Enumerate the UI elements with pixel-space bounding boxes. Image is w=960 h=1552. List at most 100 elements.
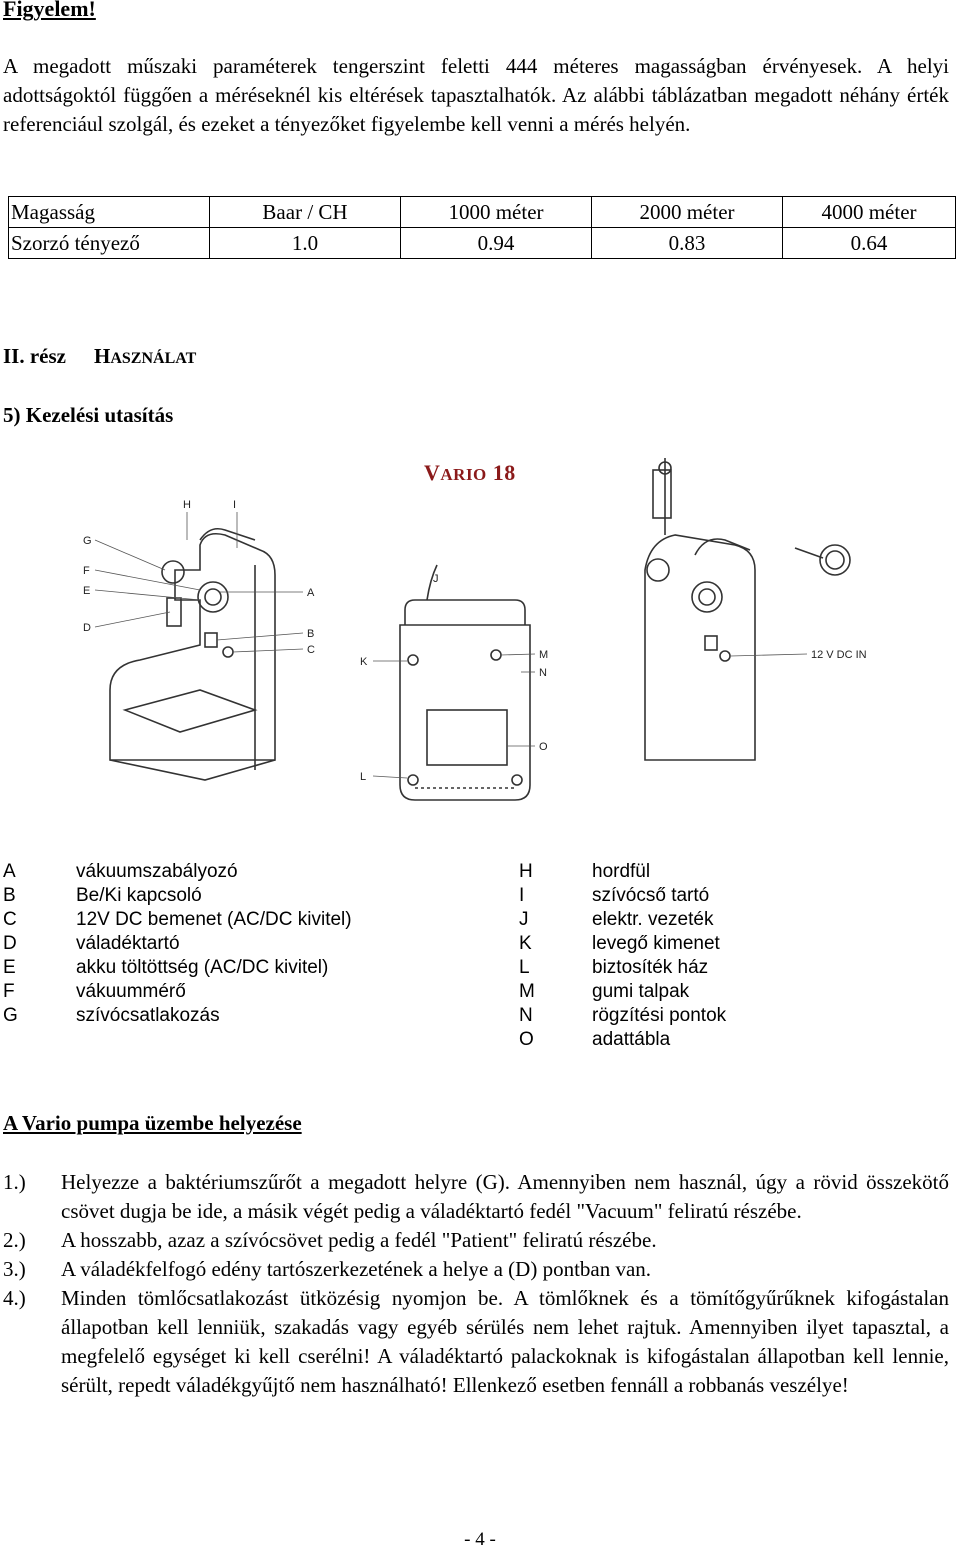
legend-text: 12V DC bemenet (AC/DC kivitel) <box>76 909 352 930</box>
section-number: II. rész <box>3 344 66 368</box>
list-item: 4.) Minden tömlőcsatlakozást ütközésig ny… <box>3 1284 949 1400</box>
callout-E: E <box>83 585 90 597</box>
step-text: Helyezze a baktériumszűrőt a megadott he… <box>61 1170 949 1223</box>
legend-letter: O <box>519 1029 534 1050</box>
legend-text: vákuumszabályozó <box>76 861 238 882</box>
legend-item-B: B Be/Ki kapcsoló <box>3 884 423 908</box>
list-item: 2.) A hosszabb, azaz a szívócsövet pedig … <box>3 1226 949 1255</box>
legend-letter: E <box>3 957 16 978</box>
callout-J: J <box>433 573 439 585</box>
legend-text: elektr. vezeték <box>592 909 714 930</box>
callout-lines-right <box>730 653 808 657</box>
legend-text: hordfül <box>592 861 651 882</box>
legend-text: szívócsatlakozás <box>76 1005 220 1026</box>
legend-text: váladéktartó <box>76 933 180 954</box>
table-cell: 2000 méter <box>591 196 783 228</box>
step-text: A váladékfelfogó edény tartószerkezeténe… <box>61 1257 652 1281</box>
callout-H: H <box>183 499 191 511</box>
step-text: Minden tömlőcsatlakozást ütközésig nyomj… <box>61 1286 949 1397</box>
table-cell: Szorzó tényező <box>8 227 210 259</box>
table-cell: Baar / CH <box>209 196 401 228</box>
section-title-initial: H <box>93 344 111 368</box>
legend-text: levegő kimenet <box>592 933 720 954</box>
altitude-factor-table: Magasság Baar / CH 1000 méter 2000 méter… <box>8 196 956 259</box>
legend-text: gumi talpak <box>592 981 690 1002</box>
legend-letter: J <box>519 909 529 930</box>
list-item: 1.) Helyezze a baktériumszűrőt a megadott… <box>3 1168 949 1226</box>
legend-text: rögzítési pontok <box>592 1005 727 1026</box>
callout-B: B <box>307 628 314 640</box>
product-title-rest: ARIO <box>440 465 487 484</box>
callout-lines-middle <box>372 653 536 779</box>
callout-I: I <box>233 499 236 511</box>
pump-diagram: H I G F E A D B C J K M N O L <box>83 458 867 801</box>
legend-letter: I <box>519 885 525 906</box>
legend-text: Be/Ki kapcsoló <box>76 885 202 906</box>
legend-text: szívócső tartó <box>592 885 710 906</box>
callout-12v-dc-in: 12 V DC IN <box>811 649 867 661</box>
callout-A: A <box>307 587 315 599</box>
legend-text: biztosíték ház <box>592 957 709 978</box>
page-number: - 4 - <box>464 1529 496 1550</box>
intro-paragraph: A megadott műszaki paraméterek tengerszi… <box>3 54 949 136</box>
callout-lines-left <box>94 512 304 653</box>
legend-letter: K <box>519 933 532 954</box>
legend-letter: H <box>519 861 533 882</box>
callout-D: D <box>83 622 91 634</box>
legend-letter: A <box>3 861 16 882</box>
callout-M: M <box>539 649 548 661</box>
setup-heading: A Vario pumpa üzembe helyezése <box>3 1111 302 1135</box>
step-number: 4.) <box>3 1286 26 1310</box>
callout-O: O <box>539 741 548 753</box>
callout-K: K <box>360 656 368 668</box>
legend-text: adattábla <box>592 1029 671 1050</box>
legend-letter: C <box>3 909 17 930</box>
pump-bottom-view <box>399 564 531 801</box>
legend-letter: B <box>3 885 16 906</box>
table-cell: Magasság <box>8 196 210 228</box>
legend-letter: D <box>3 933 17 954</box>
step-number: 3.) <box>3 1257 26 1281</box>
section-heading: II. rész HASZNÁLAT <box>3 344 196 369</box>
callout-C: C <box>307 644 315 656</box>
product-title: VARIO 18 <box>424 460 516 486</box>
legend-letter: L <box>519 957 530 978</box>
list-item: 3.) A váladékfelfogó edény tartószerkezet… <box>3 1255 949 1284</box>
step-number: 2.) <box>3 1228 26 1252</box>
setup-steps: 1.) Helyezze a baktériumszűrőt a megadott… <box>3 1168 949 1400</box>
legend-item-C: C 12V DC bemenet (AC/DC kivitel) <box>3 908 423 932</box>
product-model: 18 <box>492 460 516 485</box>
table-row: Szorzó tényező 1.0 0.94 0.83 0.64 <box>8 227 956 259</box>
step-number: 1.) <box>3 1170 26 1194</box>
product-title-initial: V <box>424 460 441 485</box>
legend-text: vákuummérő <box>76 981 186 1002</box>
table-cell: 4000 méter <box>782 196 956 228</box>
table-cell: 0.83 <box>591 227 783 259</box>
table-cell: 1.0 <box>209 227 401 259</box>
legend-letter: N <box>519 1005 533 1026</box>
table-cell: 0.64 <box>782 227 956 259</box>
callout-F: F <box>83 565 90 577</box>
callout-L: L <box>360 771 366 783</box>
section-title-rest: ASZNÁLAT <box>110 350 197 367</box>
subsection-heading: 5) Kezelési utasítás <box>3 403 174 427</box>
callout-N: N <box>539 667 547 679</box>
legend-text: akku töltöttség (AC/DC kivitel) <box>76 957 329 978</box>
table-header-row: Magasság Baar / CH 1000 méter 2000 méter… <box>8 196 956 228</box>
legend-letter: F <box>3 981 15 1002</box>
step-text: A hosszabb, azaz a szívócsövet pedig a f… <box>61 1228 657 1252</box>
legend-letter: G <box>3 1005 18 1026</box>
